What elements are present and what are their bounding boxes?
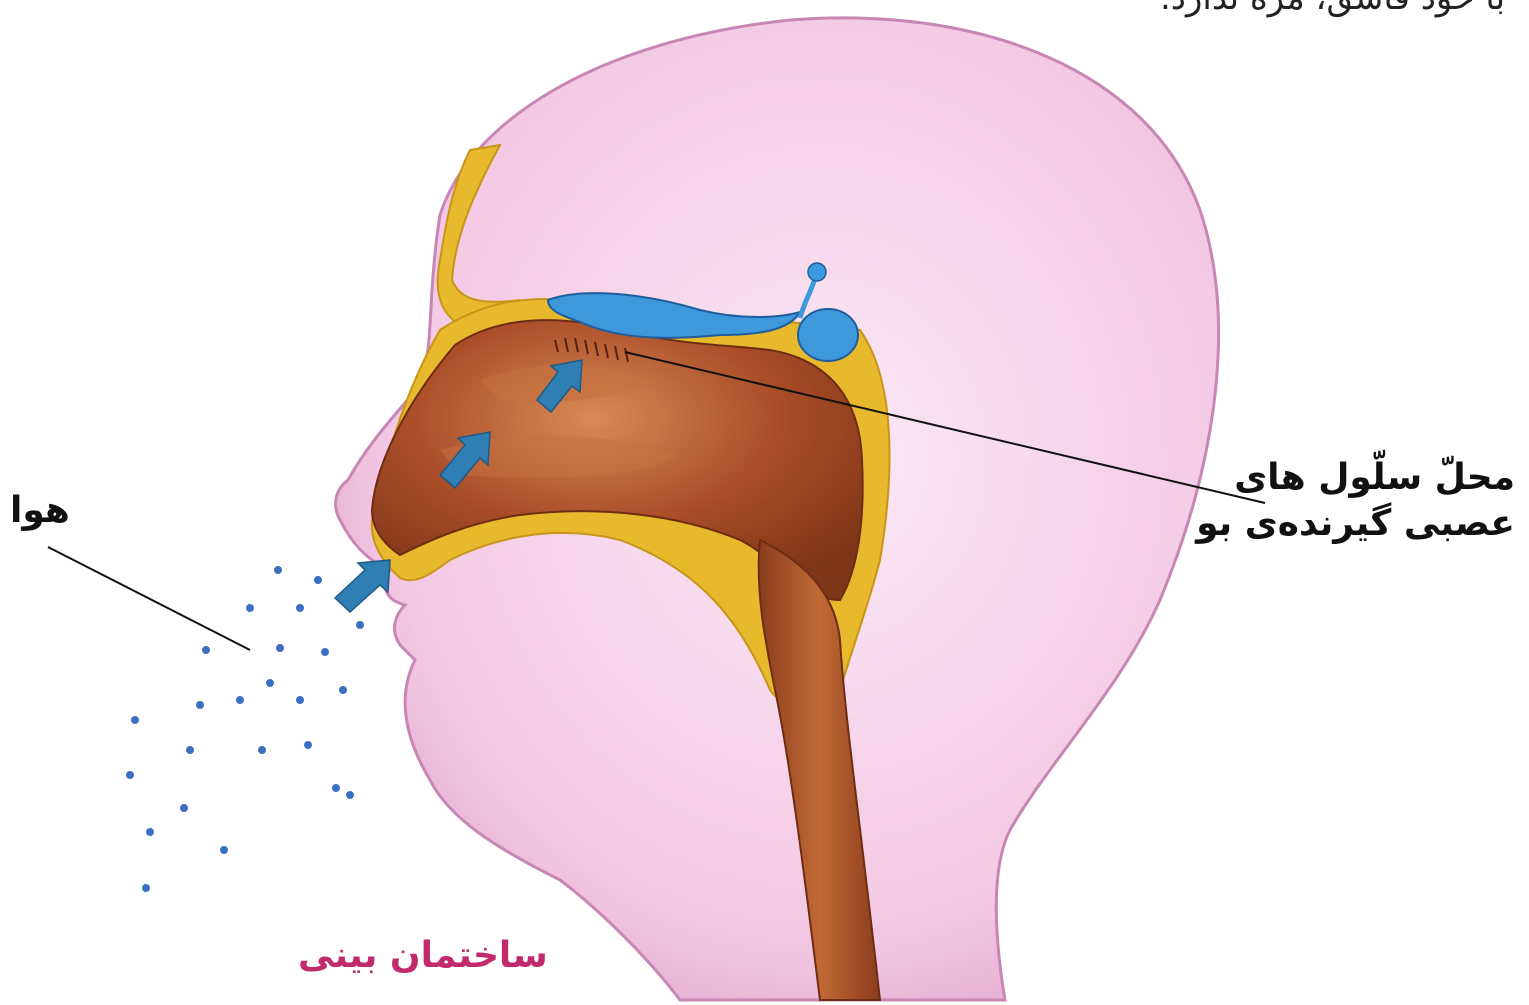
air-particle xyxy=(186,746,194,754)
air-particle xyxy=(346,791,354,799)
air-particle xyxy=(236,696,244,704)
olfactory-tip xyxy=(808,263,826,281)
receptor-label-line-1: محلّ سلّول های xyxy=(1196,455,1515,501)
olfactory-bulb-round xyxy=(798,309,858,361)
air-particle xyxy=(332,784,340,792)
air-particle xyxy=(246,604,254,612)
air-particle xyxy=(180,804,188,812)
airflow-arrow-entry xyxy=(335,560,390,612)
air-particle xyxy=(126,771,134,779)
air-particle xyxy=(296,696,304,704)
air-particles xyxy=(126,566,364,892)
air-label: هوا xyxy=(10,490,70,531)
receptor-label-line-2: عصبی گیرنده‌ی بو xyxy=(1196,501,1515,547)
air-particle xyxy=(196,701,204,709)
air-particle xyxy=(314,576,322,584)
air-particle xyxy=(131,716,139,724)
air-particle xyxy=(220,846,228,854)
air-particle xyxy=(356,621,364,629)
air-particle xyxy=(321,648,329,656)
air-particle xyxy=(142,884,150,892)
receptor-cells-label: محلّ سلّول های عصبی گیرنده‌ی بو xyxy=(1196,455,1515,547)
air-particle xyxy=(202,646,210,654)
air-particle xyxy=(258,746,266,754)
air-particle xyxy=(146,828,154,836)
air-particle xyxy=(266,679,274,687)
diagram-caption: ساختمان بینی xyxy=(298,935,548,976)
air-leader-line xyxy=(48,547,250,650)
top-text-fragment: با خود قاشق، مزه ندارد. xyxy=(1160,0,1505,18)
air-particle xyxy=(304,741,312,749)
air-particle xyxy=(339,686,347,694)
air-particle xyxy=(274,566,282,574)
air-particle xyxy=(296,604,304,612)
air-particle xyxy=(276,644,284,652)
